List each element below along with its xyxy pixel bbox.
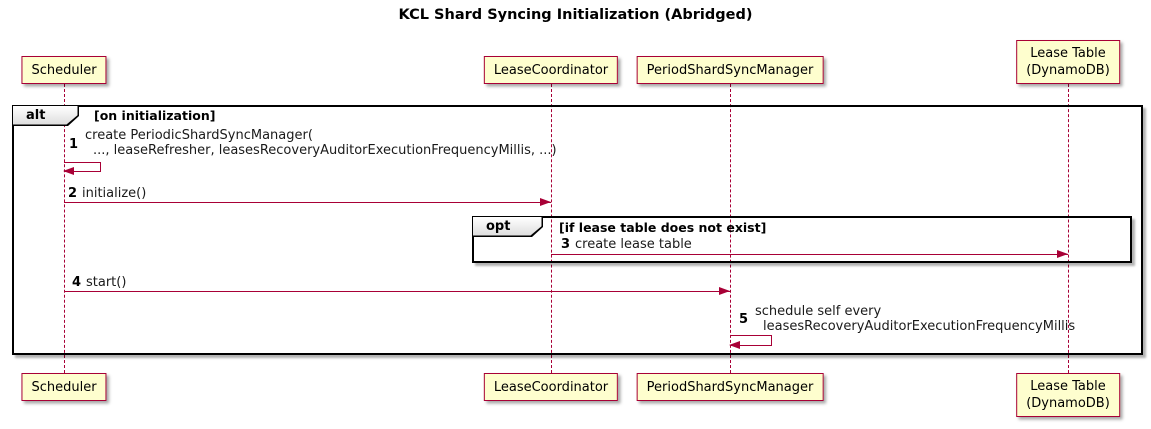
participant-label-line2: (DynamoDB) (1026, 63, 1110, 78)
message-5-text-line2: leasesRecoveryAuditorExecutionFrequencyM… (763, 319, 1076, 334)
participant-label-line1: Lease Table (1030, 46, 1106, 61)
message-4-number: 4 (72, 275, 82, 290)
participant-lease-table-bottom: Lease Table (DynamoDB) (1016, 373, 1120, 417)
alt-operator-label: alt (26, 108, 46, 123)
message-2-line (64, 202, 551, 203)
participant-label-line1: Lease Table (1030, 379, 1106, 394)
message-2-number: 2 (68, 186, 78, 201)
message-1-text-line2: ..., leaseRefresher, leasesRecoveryAudit… (93, 143, 557, 158)
message-1-text-line1: create PeriodicShardSyncManager( (85, 128, 313, 143)
message-3-number: 3 (561, 237, 571, 252)
participant-scheduler-top: Scheduler (21, 56, 107, 84)
message-4-line (64, 291, 730, 292)
message-1-number: 1 (69, 137, 79, 152)
message-5-text-line1: schedule self every (755, 304, 882, 319)
alt-frame: alt [on initialization] (12, 105, 1143, 355)
message-3-line (551, 254, 1068, 255)
message-5-arrowhead-icon (729, 341, 740, 349)
message-1-self-arrow (64, 162, 101, 172)
message-3-text: create lease table (575, 237, 692, 252)
participant-period-shard-sync-manager-top: PeriodShardSyncManager (636, 56, 824, 84)
participant-lease-table-top: Lease Table (DynamoDB) (1016, 40, 1120, 84)
participant-scheduler-bottom: Scheduler (21, 373, 107, 401)
opt-operator-tab: opt (473, 217, 543, 237)
message-5-text: schedule self every leasesRecoveryAudito… (755, 304, 1075, 334)
lifeline-lease-coordinator (551, 84, 552, 373)
opt-guard: [if lease table does not exist] (559, 220, 767, 235)
message-2-text: initialize() (82, 186, 147, 201)
diagram-title: KCL Shard Syncing Initialization (Abridg… (398, 7, 753, 23)
participant-lease-coordinator-bottom: LeaseCoordinator (483, 373, 619, 401)
participant-label: Scheduler (31, 379, 97, 395)
message-5-self-arrow (730, 335, 772, 346)
message-3-arrowhead-icon (1057, 250, 1068, 258)
participant-label: LeaseCoordinator (493, 379, 609, 395)
message-4-arrowhead-icon (719, 287, 730, 295)
participant-period-shard-sync-manager-bottom: PeriodShardSyncManager (636, 373, 824, 401)
participant-label: PeriodShardSyncManager (646, 379, 814, 395)
participant-label: LeaseCoordinator (493, 62, 609, 78)
opt-operator-tab-fill (473, 217, 542, 236)
opt-operator-label: opt (486, 219, 511, 234)
participant-label: Scheduler (31, 62, 97, 78)
participant-label-line2: (DynamoDB) (1026, 396, 1110, 411)
lifeline-scheduler (64, 84, 65, 373)
lifeline-period-shard-sync-manager (730, 84, 731, 373)
alt-operator-tab-fill (13, 106, 78, 125)
message-2-arrowhead-icon (540, 198, 551, 206)
lifeline-lease-table (1068, 84, 1069, 373)
opt-frame: opt [if lease table does not exist] (472, 216, 1132, 263)
participant-label: PeriodShardSyncManager (646, 62, 814, 78)
participant-lease-coordinator-top: LeaseCoordinator (483, 56, 619, 84)
message-5-number: 5 (739, 312, 749, 327)
alt-operator-tab: alt (13, 106, 79, 126)
message-1-arrowhead-icon (63, 167, 74, 175)
message-4-text: start() (86, 275, 127, 290)
alt-guard: [on initialization] (94, 108, 216, 123)
message-1-text: create PeriodicShardSyncManager( ..., le… (85, 128, 557, 158)
